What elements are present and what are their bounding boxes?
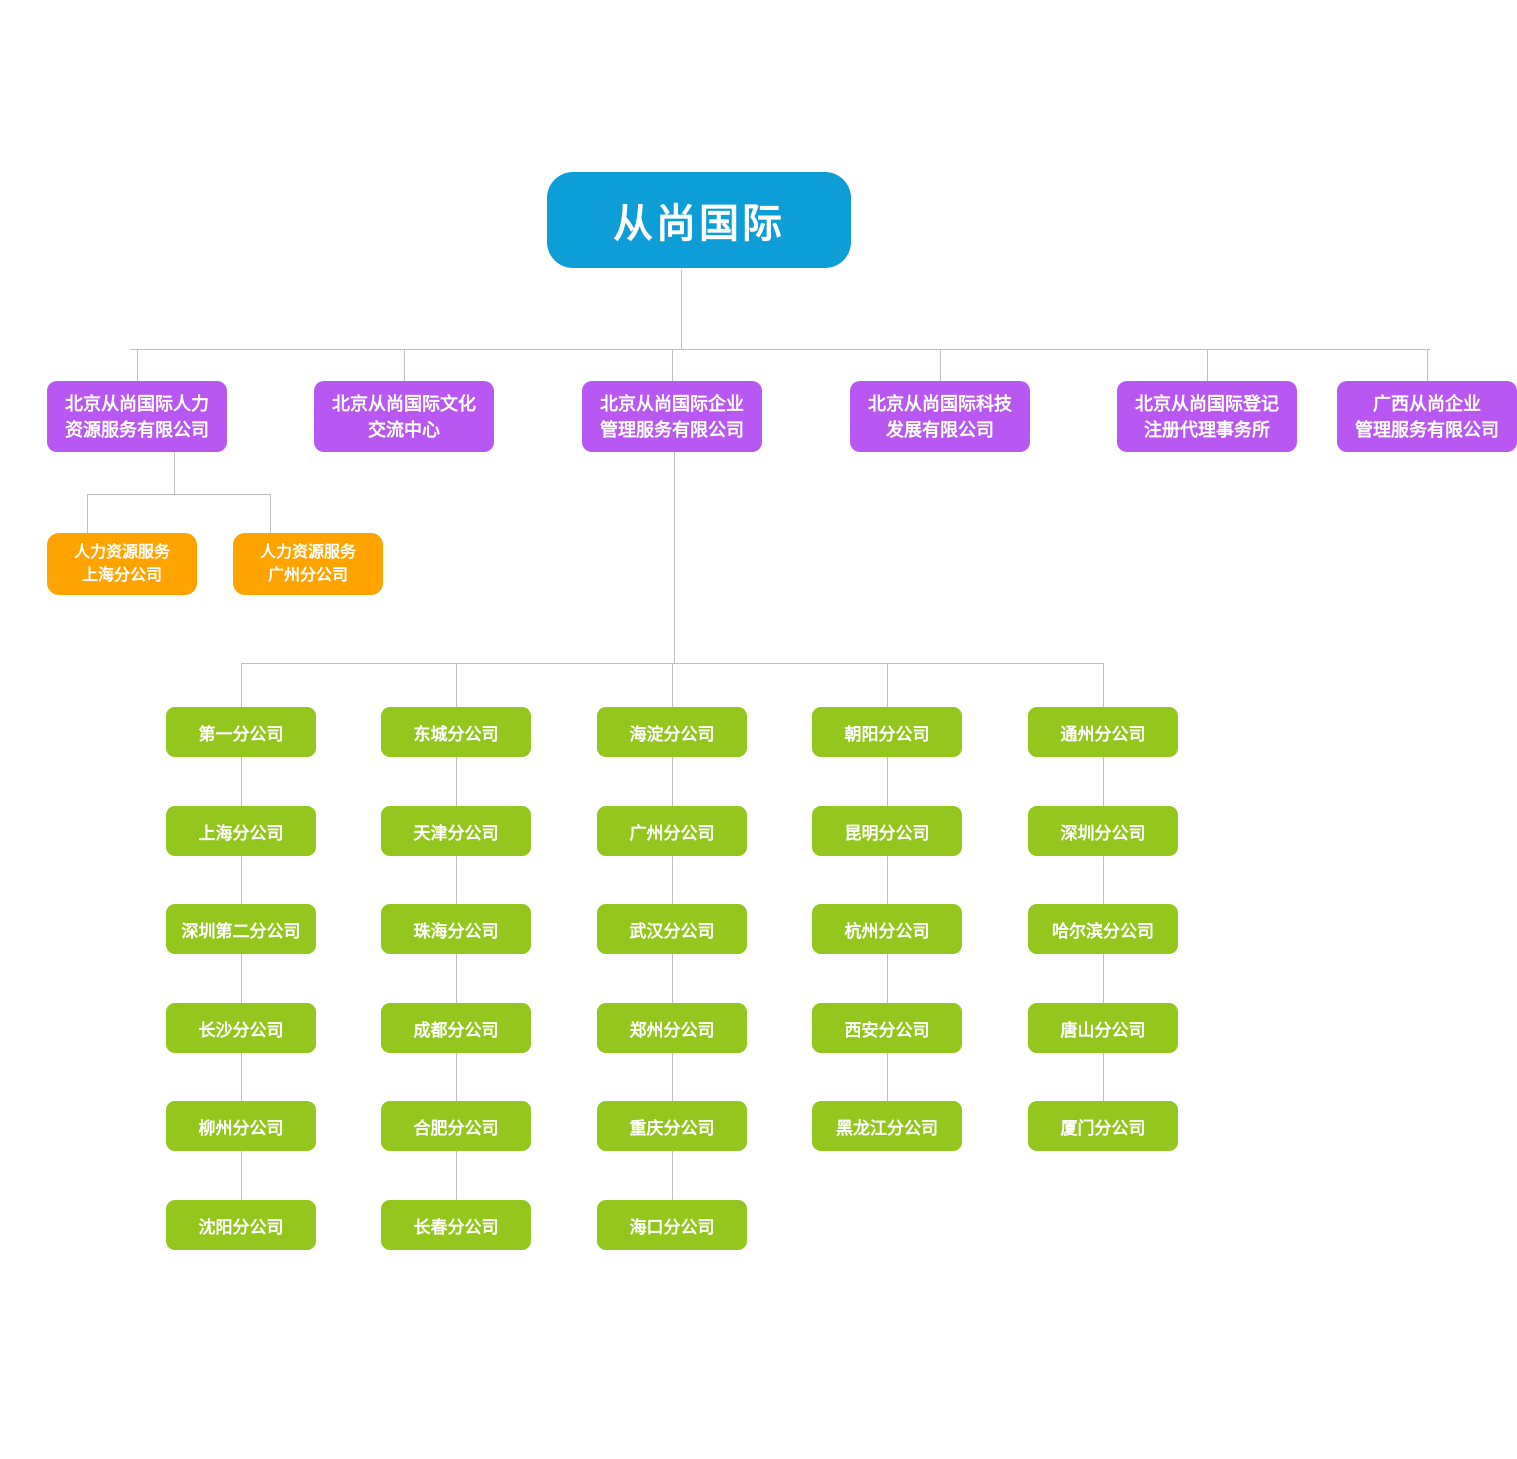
connector-level2-rail xyxy=(130,349,1430,350)
branch-node-label: 厦门分公司 xyxy=(1060,1118,1146,1138)
org-node-label-line: 北京从尚国际人力 xyxy=(65,393,209,414)
org-node-label-line: 管理服务有限公司 xyxy=(1355,419,1499,440)
org-node-hr-shanghai-branch: 人力资源服务 上海分公司 xyxy=(47,533,197,595)
branch-node: 长沙分公司 xyxy=(166,1003,316,1053)
branch-node-label: 深圳分公司 xyxy=(1060,823,1146,843)
branch-node-label: 成都分公司 xyxy=(413,1020,499,1040)
branch-node: 厦门分公司 xyxy=(1028,1101,1178,1151)
branch-node-label: 长沙分公司 xyxy=(198,1020,284,1040)
connector-stub xyxy=(940,349,941,381)
branch-node: 合肥分公司 xyxy=(381,1101,531,1151)
branch-node-label: 天津分公司 xyxy=(413,823,499,843)
branch-node: 昆明分公司 xyxy=(812,806,962,856)
branch-node-label: 武汉分公司 xyxy=(629,921,715,941)
org-node-label-line: 交流中心 xyxy=(368,419,440,440)
branch-node: 成都分公司 xyxy=(381,1003,531,1053)
branch-node-label: 昆明分公司 xyxy=(844,823,930,843)
org-node-label-line: 注册代理事务所 xyxy=(1144,419,1270,440)
branch-node: 杭州分公司 xyxy=(812,904,962,954)
org-node-label-line: 广州分公司 xyxy=(267,567,348,584)
branch-node: 柳州分公司 xyxy=(166,1101,316,1151)
org-node-root-label: 从尚国际 xyxy=(613,202,785,246)
branch-node-label: 深圳第二分公司 xyxy=(181,921,301,941)
branch-node-label: 东城分公司 xyxy=(413,724,499,744)
branch-node-label: 合肥分公司 xyxy=(413,1118,499,1138)
branch-node-label: 第一分公司 xyxy=(198,724,284,744)
branch-node-label: 重庆分公司 xyxy=(629,1118,715,1138)
branch-node-label: 上海分公司 xyxy=(198,823,284,843)
connector-stub xyxy=(1427,349,1428,381)
branch-node: 郑州分公司 xyxy=(597,1003,747,1053)
branch-node: 哈尔滨分公司 xyxy=(1028,904,1178,954)
branch-node-label: 柳州分公司 xyxy=(198,1118,284,1138)
branch-node: 黑龙江分公司 xyxy=(812,1101,962,1151)
org-node-registration-office: 北京从尚国际登记 注册代理事务所 xyxy=(1117,381,1297,452)
connector-hr-drop xyxy=(174,452,175,494)
connector-stub xyxy=(672,349,673,381)
branch-node: 武汉分公司 xyxy=(597,904,747,954)
branch-node-label: 唐山分公司 xyxy=(1060,1020,1146,1040)
connector-stub xyxy=(270,494,271,533)
org-node-tech-company: 北京从尚国际科技 发展有限公司 xyxy=(850,381,1030,452)
connector-branch-drop xyxy=(674,452,675,663)
branch-node: 东城分公司 xyxy=(381,707,531,757)
branch-node-label: 沈阳分公司 xyxy=(198,1217,284,1237)
org-node-label-line: 人力资源服务 xyxy=(73,544,170,561)
branch-node: 朝阳分公司 xyxy=(812,707,962,757)
connector-stub xyxy=(87,494,88,533)
branch-node-label: 长春分公司 xyxy=(413,1217,499,1237)
branch-node-label: 郑州分公司 xyxy=(629,1020,715,1040)
org-node-hr-company: 北京从尚国际人力 资源服务有限公司 xyxy=(47,381,227,452)
org-node-label-line: 管理服务有限公司 xyxy=(600,419,744,440)
org-node-label-line: 广西从尚企业 xyxy=(1373,393,1481,414)
connector-hr-rail xyxy=(87,494,271,495)
org-node-label-line: 资源服务有限公司 xyxy=(65,419,209,440)
branch-node: 珠海分公司 xyxy=(381,904,531,954)
branch-node-label: 西安分公司 xyxy=(844,1020,930,1040)
branch-node-label: 朝阳分公司 xyxy=(844,724,930,744)
org-node-enterprise-company: 北京从尚国际企业 管理服务有限公司 xyxy=(582,381,762,452)
connector-stub xyxy=(1207,349,1208,381)
branch-node: 海淀分公司 xyxy=(597,707,747,757)
connector-stub xyxy=(137,349,138,381)
org-node-root: 从尚国际 xyxy=(547,172,851,268)
branch-node-label: 广州分公司 xyxy=(629,823,715,843)
branch-node: 第一分公司 xyxy=(166,707,316,757)
branch-node: 海口分公司 xyxy=(597,1200,747,1250)
branch-node: 重庆分公司 xyxy=(597,1101,747,1151)
branch-node: 沈阳分公司 xyxy=(166,1200,316,1250)
branch-node: 西安分公司 xyxy=(812,1003,962,1053)
org-node-label-line: 北京从尚国际文化 xyxy=(332,393,476,414)
org-node-guangxi-company: 广西从尚企业 管理服务有限公司 xyxy=(1337,381,1517,452)
branch-node: 长春分公司 xyxy=(381,1200,531,1250)
branch-node-label: 海淀分公司 xyxy=(629,724,715,744)
org-node-culture-center: 北京从尚国际文化 交流中心 xyxy=(314,381,494,452)
org-node-label-line: 上海分公司 xyxy=(81,567,162,584)
branch-node: 唐山分公司 xyxy=(1028,1003,1178,1053)
branch-node: 深圳第二分公司 xyxy=(166,904,316,954)
org-node-label-line: 人力资源服务 xyxy=(259,544,356,561)
branch-node: 深圳分公司 xyxy=(1028,806,1178,856)
branch-node: 天津分公司 xyxy=(381,806,531,856)
connector-stub xyxy=(404,349,405,381)
branch-node-label: 黑龙江分公司 xyxy=(836,1118,938,1138)
org-node-hr-guangzhou-branch: 人力资源服务 广州分公司 xyxy=(233,533,383,595)
org-node-label-line: 北京从尚国际登记 xyxy=(1135,393,1279,414)
branch-node-label: 通州分公司 xyxy=(1060,724,1146,744)
connector-root-drop xyxy=(681,270,682,349)
branch-node-label: 海口分公司 xyxy=(629,1217,715,1237)
branch-node: 上海分公司 xyxy=(166,806,316,856)
connector-column-line xyxy=(1103,663,1104,1101)
org-node-label-line: 北京从尚国际企业 xyxy=(600,393,744,414)
org-node-label-line: 发展有限公司 xyxy=(886,419,994,440)
connector-column-line xyxy=(887,663,888,1101)
org-node-label-line: 北京从尚国际科技 xyxy=(868,393,1012,414)
branch-node-label: 珠海分公司 xyxy=(413,921,499,941)
branch-node-label: 杭州分公司 xyxy=(844,921,930,941)
branch-node: 通州分公司 xyxy=(1028,707,1178,757)
branch-node: 广州分公司 xyxy=(597,806,747,856)
branch-node-label: 哈尔滨分公司 xyxy=(1052,921,1154,941)
